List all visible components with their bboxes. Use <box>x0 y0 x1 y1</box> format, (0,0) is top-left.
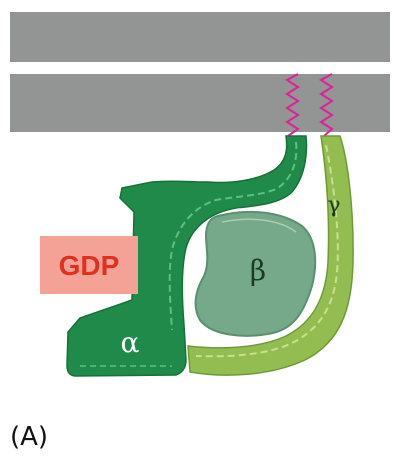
beta-label: β <box>250 254 266 287</box>
membrane-upper-leaflet <box>10 12 390 62</box>
membrane-lower-leaflet <box>10 74 390 132</box>
gdp-badge: GDP <box>40 236 138 294</box>
gdp-label: GDP <box>59 250 120 281</box>
alpha-label: α <box>121 326 140 359</box>
gamma-label: γ <box>327 193 340 218</box>
membrane <box>10 12 390 132</box>
panel-label: (A) <box>10 424 48 450</box>
